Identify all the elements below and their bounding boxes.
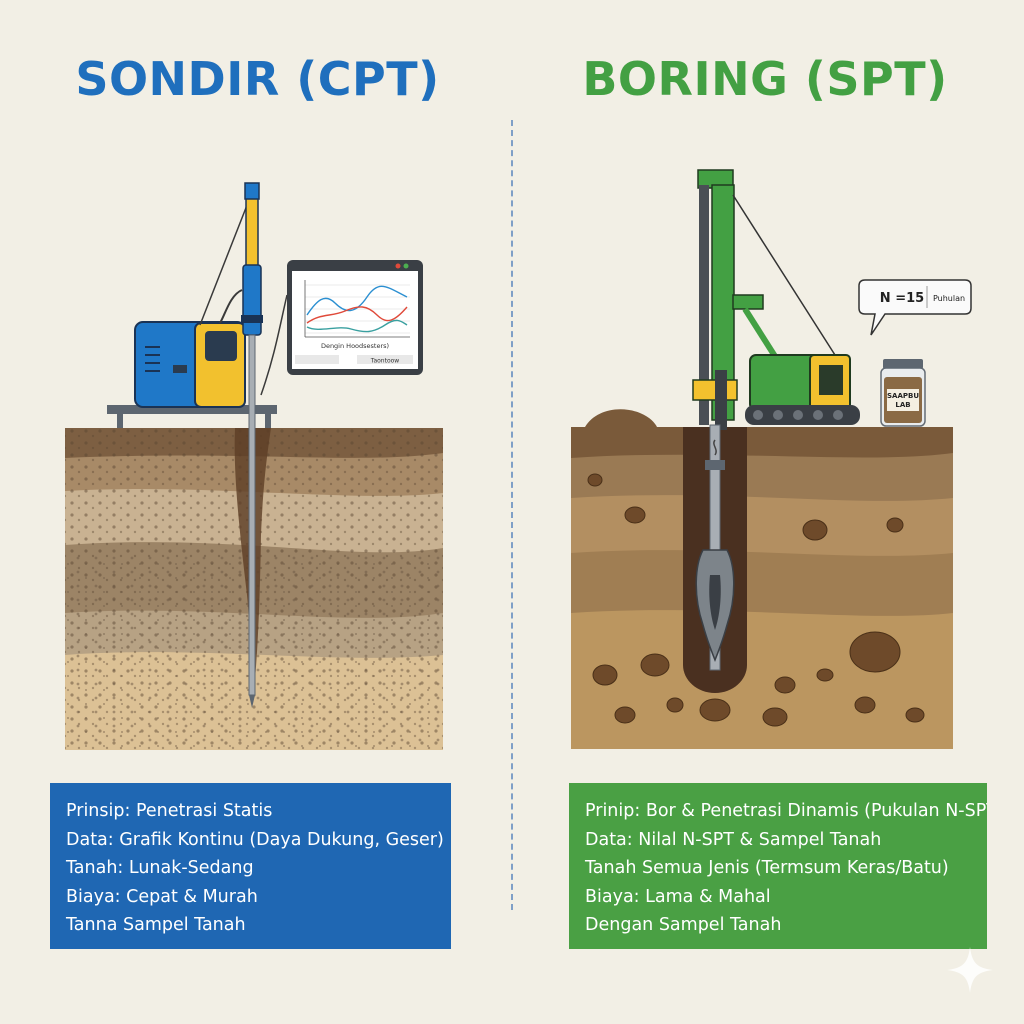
cpt-sample: Tanna Sampel Tanah — [66, 915, 246, 935]
n-unit: Puhulan — [933, 294, 965, 303]
spt-principle: Prinip: Bor & Penetrasi Dinamis (Pukulan… — [585, 801, 987, 821]
n-value: N =15 — [880, 291, 924, 306]
jar-label-line2: LAB — [895, 401, 910, 409]
cpt-scene: Dengin Hoodsesters) Taontoow — [65, 182, 443, 750]
cpt-cost: Biaya: Cepat & Murah — [66, 886, 258, 907]
cpt-principle: Prinsip: Penetrasi Statis — [66, 801, 273, 821]
spt-rig — [692, 169, 860, 671]
center-divider — [511, 120, 513, 910]
spt-data: Data: Nilal N-SPT & Sampel Tanah — [585, 829, 882, 850]
monitor-button-label: Taontoow — [370, 358, 400, 365]
cpt-soil: Tanah: Lunak-Sedang — [66, 858, 254, 878]
spt-scene: N =15 Puhulan SAAPBU LAB — [571, 169, 972, 749]
jar-label-line1: SAAPBU — [887, 392, 919, 400]
spt-soil: Tanah Semua Jenis (Termsum Keras/Batu) — [585, 858, 949, 878]
spt-sample: Dengan Sampel Tanah — [585, 915, 782, 935]
data-monitor: Dengin Hoodsesters) Taontoow — [287, 260, 423, 375]
cpt-data: Data: Grafik Kontinu (Daya Dukung, Geser… — [66, 829, 444, 850]
sample-jar: SAAPBU LAB — [880, 359, 926, 427]
sparkle-icon — [947, 947, 993, 993]
soil-cross-section — [571, 409, 953, 749]
spt-cost: Biaya: Lama & Mahal — [585, 886, 771, 907]
n-value-callout: N =15 Puhulan — [858, 279, 972, 336]
sondir-title: SONDIR (CPT) — [75, 52, 440, 106]
cpt-info-box: Prinsip: Penetrasi Statis Data: Grafik K… — [50, 783, 451, 949]
boring-title: BORING (SPT) — [582, 52, 948, 106]
cpt-rig — [107, 182, 288, 708]
spt-info-box: Prinip: Bor & Penetrasi Dinamis (Pukulan… — [569, 783, 987, 949]
monitor-caption: Dengin Hoodsesters) — [321, 342, 389, 350]
